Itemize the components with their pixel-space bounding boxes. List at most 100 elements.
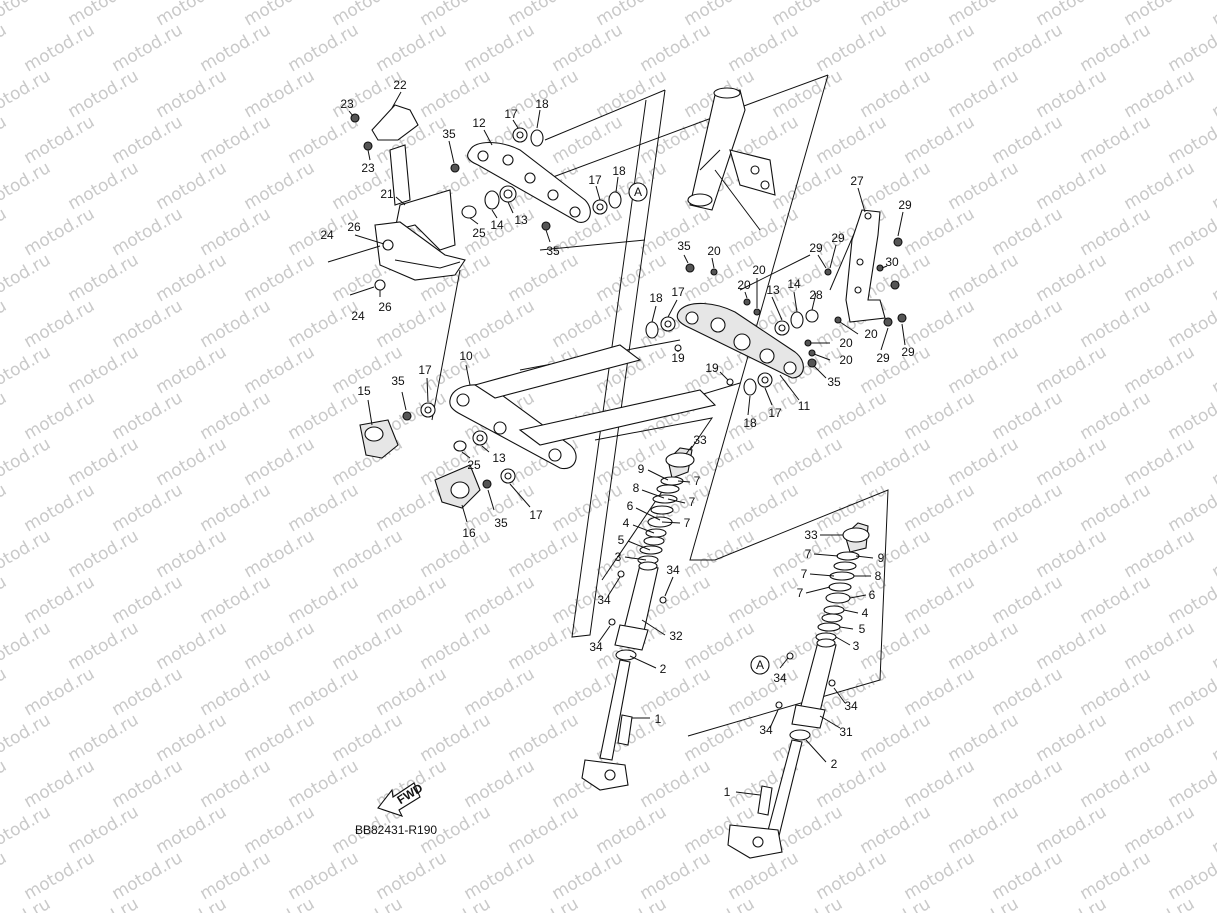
watermark-text: motod.ru (329, 710, 407, 766)
watermark-text: motod.ru (417, 710, 495, 766)
watermark-text: motod.ru (505, 250, 583, 306)
watermark-text: motod.ru (813, 756, 891, 812)
callout-29: 29 (898, 198, 912, 212)
watermark-text: motod.ru (857, 894, 935, 913)
watermark-text: motod.ru (989, 480, 1067, 536)
watermark-text: motod.ru (241, 802, 319, 858)
right-absorber-stack (815, 522, 870, 642)
callout-2: 2 (660, 662, 667, 676)
watermark-text: motod.ru (0, 250, 54, 306)
watermark-text: motod.ru (1209, 434, 1217, 490)
watermark-text: motod.ru (945, 802, 1023, 858)
watermark-text: motod.ru (0, 802, 54, 858)
watermark-text: motod.ru (989, 204, 1067, 260)
watermark-text: motod.ru (505, 618, 583, 674)
holder-bracket-part-22 (371, 104, 466, 281)
watermark-text: motod.ru (197, 112, 275, 168)
watermark-text: motod.ru (65, 434, 143, 490)
watermark-text: motod.ru (505, 894, 583, 913)
watermark-text: motod.ru (461, 664, 539, 720)
callout-7: 7 (797, 586, 804, 600)
callout-35: 35 (546, 244, 560, 258)
watermark-text: motod.ru (857, 710, 935, 766)
watermark-text: motod.ru (1165, 848, 1217, 904)
watermark-text: motod.ru (637, 664, 715, 720)
watermark-text: motod.ru (197, 20, 275, 76)
watermark-text: motod.ru (197, 664, 275, 720)
watermark-text: motod.ru (945, 342, 1023, 398)
watermark-text: motod.ru (1165, 664, 1217, 720)
watermark-text: motod.ru (153, 802, 231, 858)
left-fork-tube-part-32 (581, 561, 667, 791)
watermark-text: motod.ru (1121, 526, 1199, 582)
watermark-text: motod.ru (461, 296, 539, 352)
watermark-text: motod.ru (901, 572, 979, 628)
watermark-text: motod.ru (1165, 480, 1217, 536)
callout-26: 26 (347, 220, 361, 234)
left-absorber-stack (637, 447, 695, 565)
callout-13: 13 (492, 451, 506, 465)
marker-a-upper-text: A (634, 185, 642, 199)
watermark-text: motod.ru (21, 480, 99, 536)
callout-17: 17 (671, 285, 685, 299)
watermark-text: motod.ru (241, 434, 319, 490)
callout-numbers: 22 23 23 35 12 17 18 21 26 24 26 24 25 1… (320, 78, 915, 799)
watermark-text: motod.ru (285, 756, 363, 812)
watermark-text: motod.ru (637, 848, 715, 904)
watermark-text: motod.ru (373, 848, 451, 904)
watermark-text: motod.ru (1077, 664, 1155, 720)
watermark-text: motod.ru (65, 710, 143, 766)
watermark-text: motod.ru (1033, 802, 1111, 858)
watermark-text: motod.ru (549, 848, 627, 904)
callout-5: 5 (859, 622, 866, 636)
watermark-text: motod.ru (989, 756, 1067, 812)
watermark-text: motod.ru (241, 710, 319, 766)
watermark-text: motod.ru (989, 20, 1067, 76)
callout-23: 23 (340, 97, 354, 111)
watermark-text: motod.ru (813, 480, 891, 536)
watermark-text: motod.ru (241, 618, 319, 674)
callout-20: 20 (737, 278, 751, 292)
callout-35: 35 (827, 375, 841, 389)
callout-34: 34 (759, 723, 773, 737)
watermark-text: motod.ru (1121, 802, 1199, 858)
callout-17: 17 (504, 107, 518, 121)
callout-34: 34 (773, 671, 787, 685)
watermark-text: motod.ru (65, 342, 143, 398)
watermark-text: motod.ru (329, 894, 407, 913)
right-bracket-part-27 (845, 209, 886, 323)
watermark-text: motod.ru (1033, 894, 1111, 913)
watermark-text: motod.ru (153, 66, 231, 122)
marker-a-lower (750, 655, 770, 675)
watermark-text: motod.ru (1165, 388, 1217, 444)
callout-23: 23 (361, 161, 375, 175)
callout-19: 19 (705, 361, 719, 375)
watermark-text: motod.ru (197, 480, 275, 536)
watermark-text: motod.ru (1033, 710, 1111, 766)
callout-13: 13 (514, 213, 528, 227)
leader-lines (348, 91, 906, 796)
watermark-text: motod.ru (417, 526, 495, 582)
watermark-text: motod.ru (1077, 572, 1155, 628)
watermark-text: motod.ru (65, 618, 143, 674)
frame-head-pipe (687, 87, 776, 231)
watermark-text: motod.ru (0, 710, 54, 766)
watermark-text: motod.ru (1077, 296, 1155, 352)
watermark-text: motod.ru (0, 664, 10, 720)
fasteners (327, 113, 907, 489)
callout-7: 7 (805, 547, 812, 561)
watermark-text: motod.ru (901, 112, 979, 168)
callout-24: 24 (320, 228, 334, 242)
watermark-text: motod.ru (0, 526, 54, 582)
callout-28: 28 (809, 288, 823, 302)
callout-35: 35 (391, 374, 405, 388)
watermark-text: motod.ru (417, 894, 495, 913)
watermark-text: motod.ru (989, 848, 1067, 904)
callout-16: 16 (462, 526, 476, 540)
watermark-text: motod.ru (65, 802, 143, 858)
watermark-text: motod.ru (857, 342, 935, 398)
callout-8: 8 (633, 481, 640, 495)
callout-7: 7 (801, 567, 808, 581)
diagram-code: BB82431-R190 (355, 823, 437, 837)
